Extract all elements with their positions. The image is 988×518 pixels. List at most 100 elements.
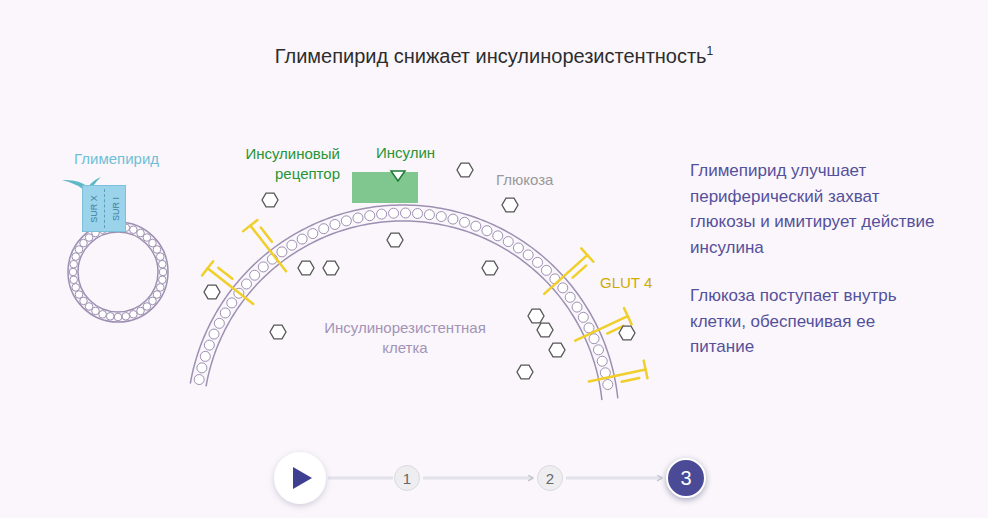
membrane-bead — [130, 310, 138, 318]
receptor-arm — [261, 228, 272, 242]
membrane-bead — [424, 210, 434, 220]
membrane-bead — [565, 292, 575, 302]
glucose-molecules — [204, 163, 635, 379]
step-circle: 3 — [666, 458, 706, 498]
insulin-receptor — [202, 261, 253, 304]
membrane-bead — [227, 298, 237, 308]
receptor-arm — [573, 266, 586, 278]
receptor-label: Инсулиновый рецептор — [215, 144, 340, 183]
membrane-bead — [353, 213, 363, 223]
membrane-beads — [69, 223, 167, 321]
membrane-bead — [448, 214, 458, 224]
membrane-bead — [209, 329, 219, 339]
membrane-bead — [493, 231, 503, 241]
receptor-arm — [622, 378, 640, 382]
step-number: 1 — [403, 470, 411, 487]
membrane-bead — [69, 268, 77, 276]
membrane-bead — [319, 224, 329, 234]
glucose-hexagon — [457, 163, 473, 177]
subunit-label: SUR X — [89, 195, 99, 223]
membrane-bead — [258, 262, 268, 272]
glucose-hexagon — [528, 309, 544, 323]
step-circle: 1 — [394, 465, 420, 491]
insulin-receptor — [243, 220, 286, 271]
insulin-block — [352, 172, 418, 203]
membrane-bead — [106, 313, 114, 321]
membrane-bead — [436, 212, 446, 222]
play-button — [274, 452, 326, 504]
receptor-stem — [544, 255, 587, 294]
membrane-bead — [503, 237, 513, 247]
membrane-bead — [159, 260, 167, 268]
membrane-bead — [523, 250, 533, 260]
membrane-bead — [70, 260, 78, 268]
title-row: Глимепирид снижает инсулинорезистентност… — [0, 44, 988, 69]
membrane-bead — [137, 307, 145, 315]
cell-membrane — [190, 205, 618, 398]
membrane-bead — [541, 265, 551, 275]
glucose-hexagon — [323, 261, 339, 275]
membrane-bead — [194, 375, 204, 385]
membrane-bead — [214, 318, 224, 328]
glut4-transporter — [589, 361, 648, 382]
membrane-bead — [277, 247, 287, 257]
step-number: 2 — [546, 470, 554, 487]
membrane-bead — [578, 312, 588, 322]
step-connector — [566, 477, 662, 480]
membrane-beads — [194, 208, 613, 390]
membrane-bead — [589, 334, 599, 344]
membrane-bead — [241, 279, 251, 289]
glucose-hexagon — [204, 285, 220, 299]
membrane-bead — [156, 284, 164, 292]
description-text: Глюкоза поступает внутрь клетки, обеспеч… — [690, 283, 935, 360]
step-connector — [423, 477, 533, 480]
membrane-bead — [159, 268, 167, 276]
subunit-label: SUR I — [111, 196, 121, 220]
membrane-bead — [558, 283, 568, 293]
membrane-bead — [377, 209, 387, 219]
footnote-mark: 1 — [707, 44, 714, 58]
receptor-stem — [589, 369, 646, 381]
membrane-bead — [389, 208, 399, 218]
insulin-marker — [391, 171, 405, 181]
cell-membrane — [206, 221, 602, 400]
membrane-bead — [482, 226, 492, 236]
receptor-arm — [218, 268, 232, 279]
receptor-stem — [250, 226, 286, 272]
membrane-bead — [130, 226, 138, 234]
receptor-cap — [202, 261, 213, 275]
membrane-bead — [593, 345, 603, 355]
drug-label: Глимепирид — [74, 150, 159, 169]
glucose-hexagon — [517, 365, 533, 379]
glucose-hexagon — [619, 326, 635, 340]
membrane-bead — [460, 217, 470, 227]
membrane-bead — [70, 276, 78, 284]
glucose-label: Глюкоза — [496, 171, 553, 190]
membrane-bead — [75, 291, 83, 299]
membrane-bead — [471, 221, 481, 231]
receptor-cap — [581, 248, 593, 261]
membrane-bead — [513, 243, 523, 253]
membrane-bead — [156, 253, 164, 261]
membrane-bead — [114, 313, 122, 321]
stepper-track — [328, 477, 393, 480]
glut4-label: GLUT 4 — [600, 274, 652, 293]
glucose-hexagon — [537, 323, 553, 337]
receptor-box: SUR X SUR I — [82, 185, 126, 232]
membrane-bead — [401, 208, 411, 218]
membrane-bead — [72, 253, 80, 261]
membrane-bead — [365, 211, 375, 221]
membrane-bead — [159, 276, 167, 284]
step-circle: 2 — [537, 465, 563, 491]
membrane-bead — [287, 240, 297, 250]
membrane-bead — [533, 257, 543, 267]
diagram-title: Глимепирид снижает инсулинорезистентност… — [275, 45, 707, 67]
glucose-hexagon — [387, 233, 403, 247]
membrane-bead — [72, 284, 80, 292]
membrane-bead — [597, 356, 607, 366]
membrane-bead — [572, 302, 582, 312]
insulin-label: Инсулин — [376, 144, 435, 163]
